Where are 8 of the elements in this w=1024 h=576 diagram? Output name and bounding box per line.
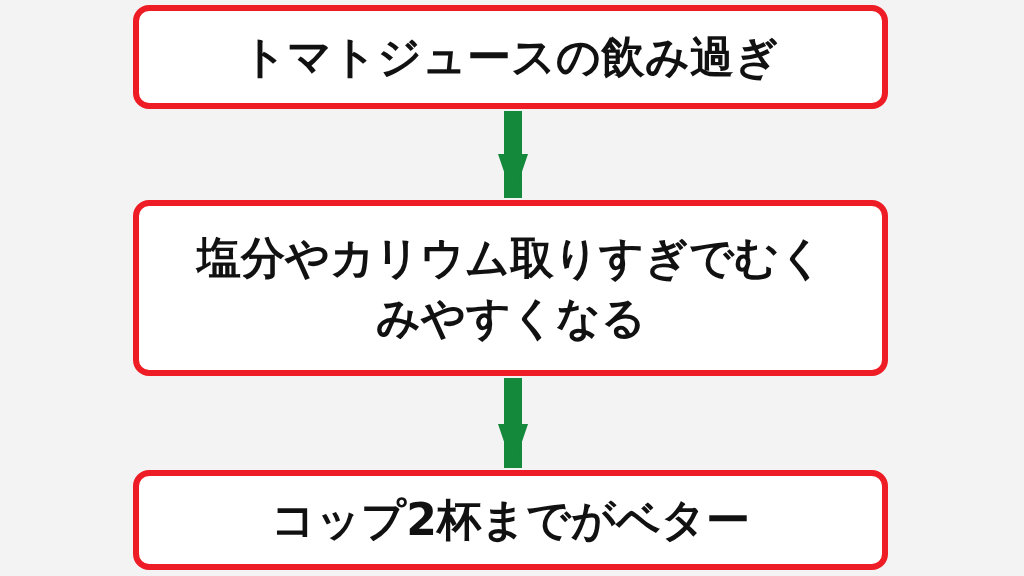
arrow (498, 111, 528, 198)
box-text: トマトジュースの飲み過ぎ (242, 30, 779, 84)
box-text: コップ2杯までがベター (271, 493, 750, 547)
process-box (133, 470, 888, 570)
box-text: 塩分やカリウム取りすぎでむくみやすくなる (195, 231, 825, 345)
process-box (133, 200, 888, 376)
process-box (133, 5, 888, 109)
arrow (498, 378, 528, 468)
